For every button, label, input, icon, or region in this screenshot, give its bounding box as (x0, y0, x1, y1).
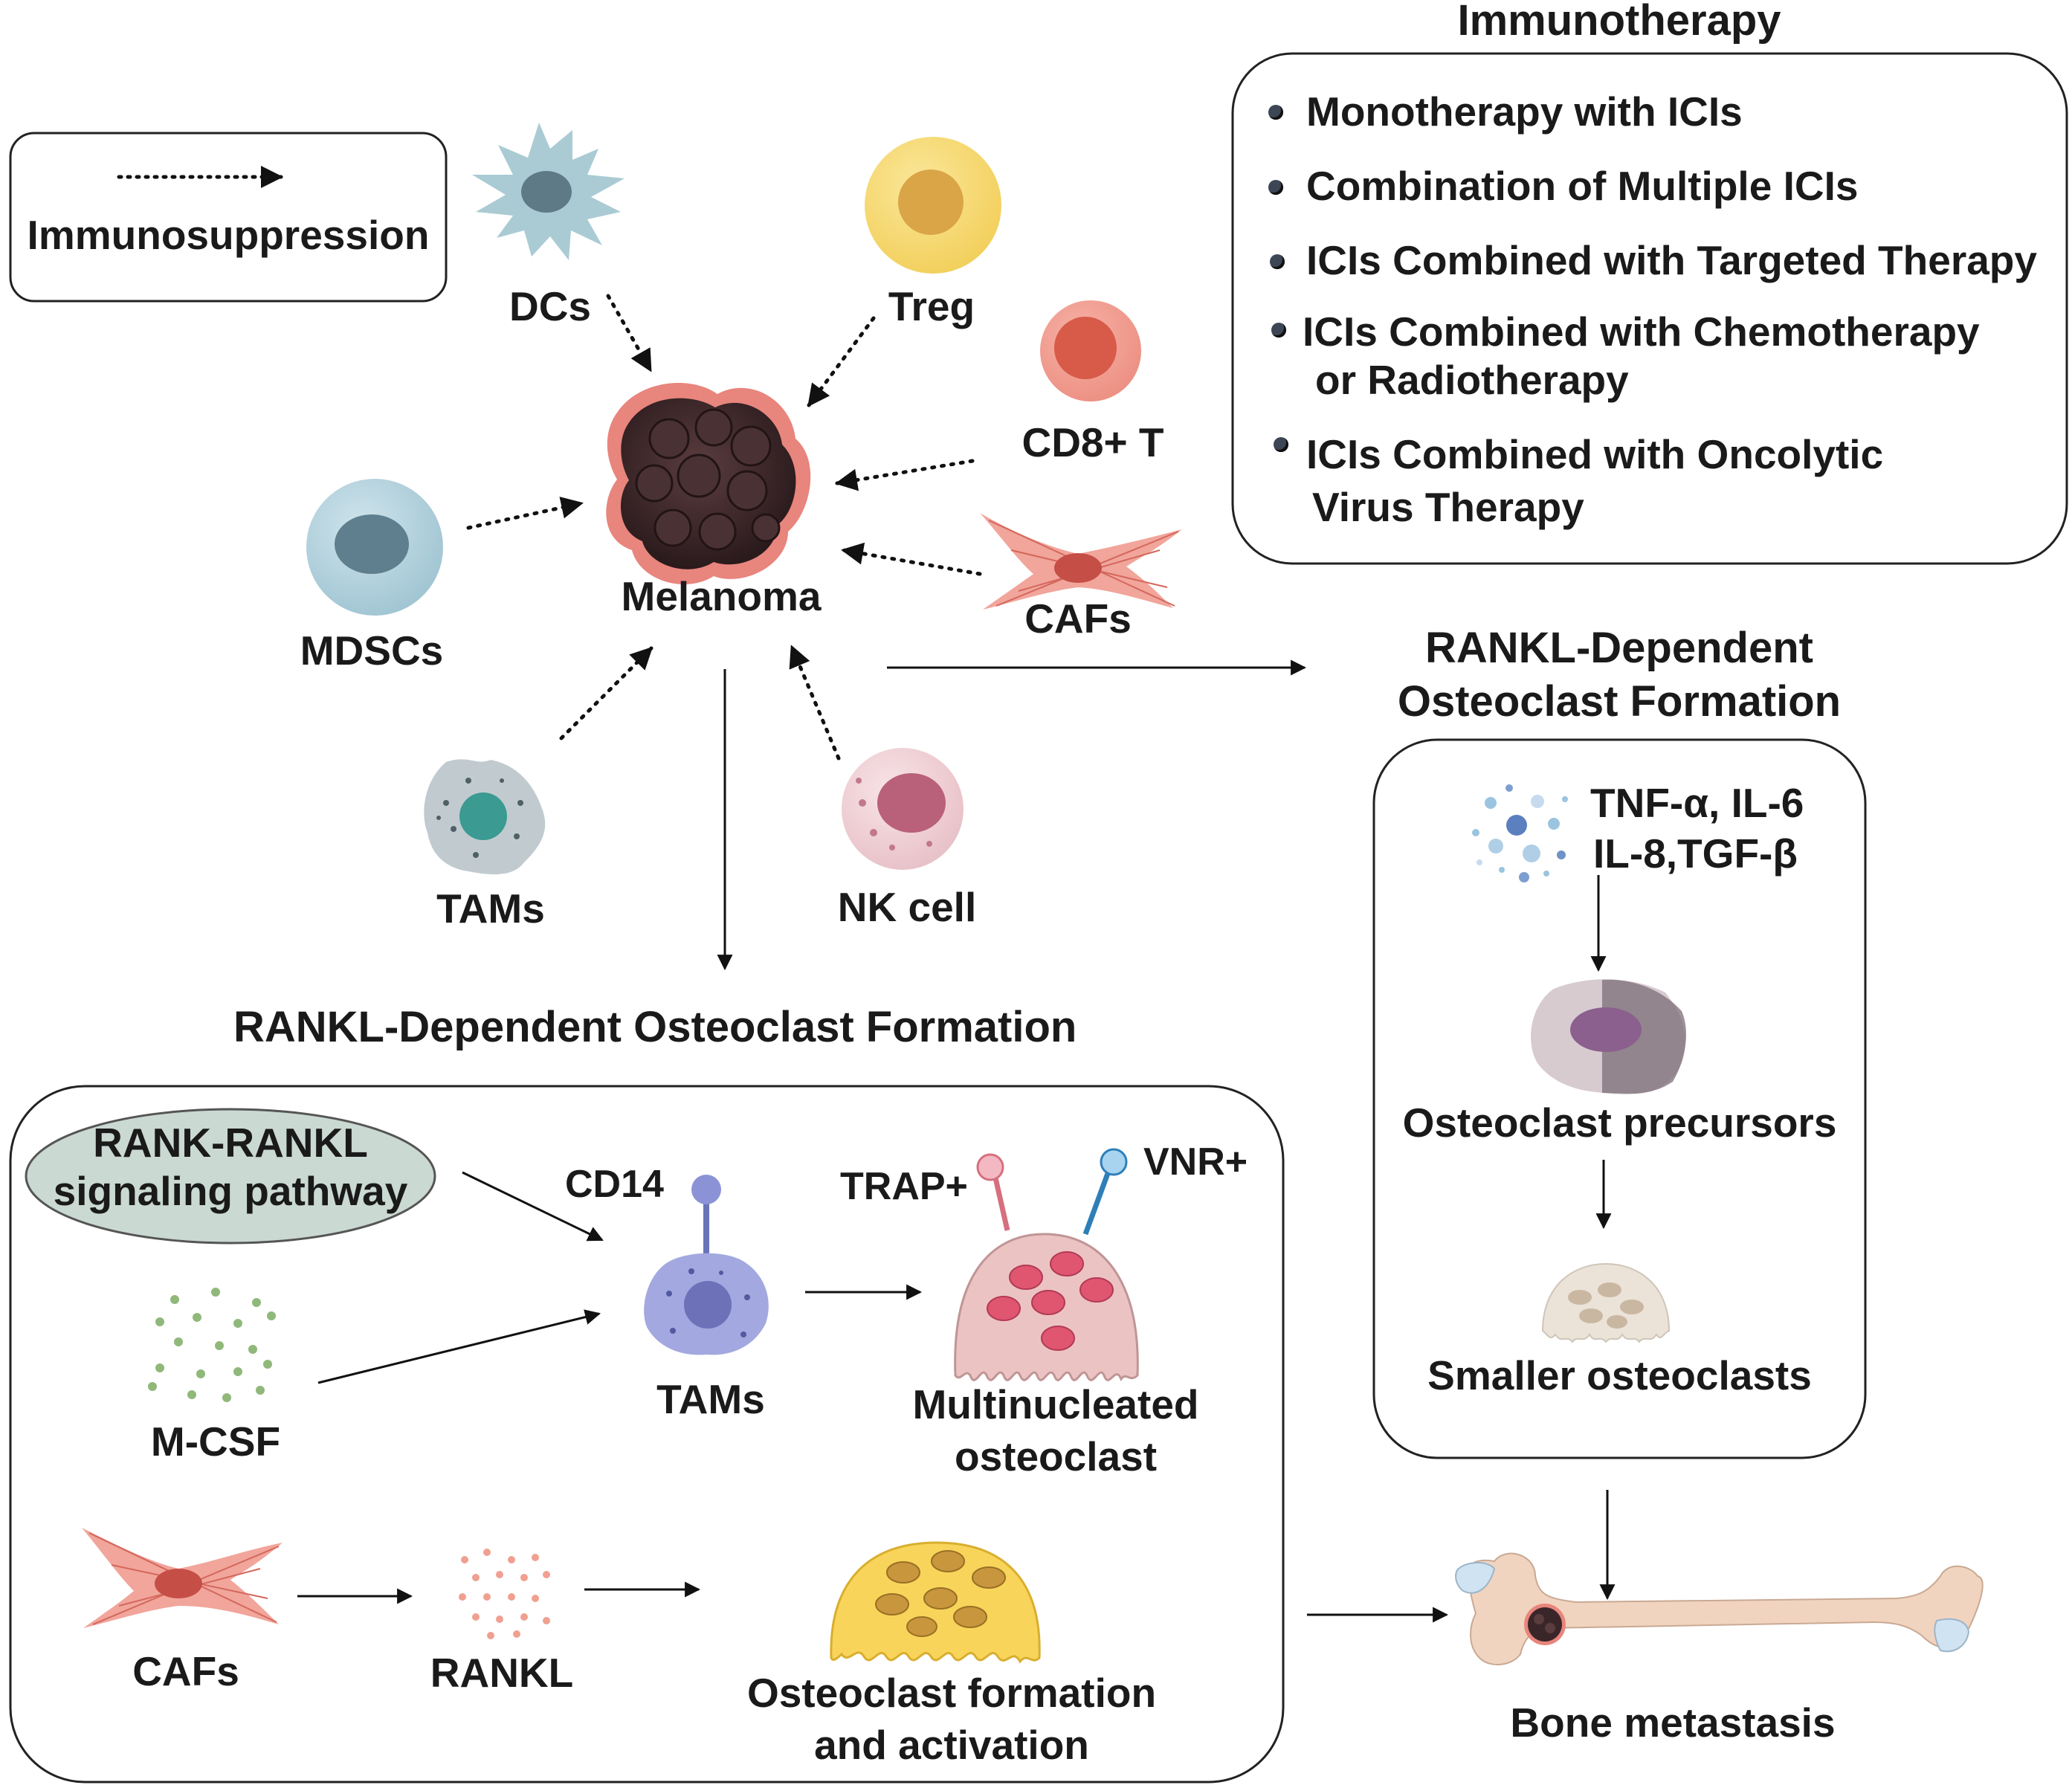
immunotherapy-item-5b: Virus Therapy (1312, 484, 1584, 530)
mdscs-label: MDSCs (300, 627, 444, 674)
tams-bottom-label: TAMs (656, 1376, 765, 1422)
vnr-label: VNR+ (1143, 1140, 1248, 1184)
bottom-panel-title: RANKL-Dependent Osteoclast Formation (233, 1003, 1077, 1051)
arrow-cafs-to-melanoma (841, 542, 982, 576)
immunotherapy-item-2: Combination of Multiple ICIs (1306, 163, 1859, 209)
right-panel-title-line1: RANKL-Dependent (1425, 624, 1813, 672)
smaller-osteoclasts-label: Smaller osteoclasts (1427, 1352, 1812, 1398)
formation-line1: Osteoclast formation (746, 1670, 1157, 1716)
arrow-nk-to-melanoma (789, 645, 841, 761)
formation-line2: and activation (814, 1722, 1089, 1768)
arrow-tams-to-melanoma (559, 646, 653, 740)
arrow-cd8-to-melanoma (835, 459, 975, 491)
cafs-bottom-label: CAFs (132, 1648, 239, 1694)
immunotherapy-item-4b: or Radiotherapy (1315, 357, 1629, 403)
bone-metastasis-label: Bone metastasis (1510, 1700, 1836, 1746)
cd14-label: CD14 (565, 1163, 664, 1206)
trap-label: TRAP+ (840, 1165, 968, 1208)
tams-label: TAMs (436, 885, 545, 932)
treg-cell-icon (865, 137, 1001, 274)
pathway-line1: RANK-RANKL (93, 1120, 368, 1166)
multinucleated-line2: osteoclast (954, 1433, 1158, 1479)
immunotherapy-item-5a: ICIs Combined with Oncolytic (1306, 431, 1884, 477)
immunotherapy-item-1: Monotherapy with ICIs (1306, 88, 1743, 135)
arrow-dcs-to-melanoma (606, 294, 653, 372)
bullet-3 (1270, 254, 1285, 269)
melanoma-label: Melanoma (621, 573, 822, 619)
rankl-dots-icon (459, 1549, 550, 1639)
dcs-label: DCs (509, 283, 592, 329)
dc-cell-icon (472, 123, 624, 260)
immunotherapy-title: Immunotherapy (1457, 0, 1781, 45)
treg-label: Treg (888, 283, 975, 329)
cafs-label: CAFs (1024, 595, 1132, 642)
pathway-ellipse (25, 1108, 436, 1245)
mdsc-cell-icon (306, 479, 443, 616)
mcsf-dots-icon (148, 1288, 276, 1402)
pathway-line2: signaling pathway (53, 1168, 408, 1214)
caf-cell-icon (980, 513, 1182, 610)
arrow-pathway-to-tams (462, 1171, 604, 1242)
arrow-treg-to-melanoma (807, 316, 876, 407)
tam-cd14-cell-icon (644, 1175, 769, 1355)
cytokines-line2: IL-8,TGF-β (1593, 830, 1798, 877)
legend-label: Immunosuppression (27, 212, 430, 258)
smaller-osteoclast-icon (1541, 1262, 1671, 1343)
mcsf-label: M-CSF (150, 1418, 281, 1465)
yellow-osteoclast-icon (830, 1541, 1041, 1664)
precursor-cell-icon (1531, 979, 1687, 1094)
nk-cell-icon (842, 748, 964, 870)
nk-label: NK cell (837, 884, 977, 930)
bullet-2 (1268, 180, 1283, 195)
bone-icon (1455, 1552, 1984, 1666)
caf-bottom-cell-icon (82, 1528, 283, 1628)
precursors-label: Osteoclast precursors (1402, 1100, 1837, 1146)
multinucleated-osteoclast-icon (954, 1148, 1139, 1382)
immunotherapy-item-3: ICIs Combined with Targeted Therapy (1306, 237, 2037, 283)
bullet-4 (1271, 323, 1286, 338)
tam-cell-icon (424, 759, 546, 875)
cytokine-cluster-icon (1472, 784, 1568, 882)
immunotherapy-box (1231, 52, 2068, 565)
rankl-label: RANKL (430, 1650, 574, 1696)
immunotherapy-item-4a: ICIs Combined with Chemotherapy (1303, 309, 1980, 355)
cd8-label: CD8+ T (1022, 419, 1164, 465)
right-panel-box (1372, 738, 1867, 1459)
right-panel-title-line2: Osteoclast Formation (1397, 677, 1842, 726)
arrow-mdscs-to-melanoma (466, 497, 584, 530)
arrow-mcsf-to-tams (317, 1309, 601, 1384)
bullet-1 (1268, 105, 1283, 120)
melanoma-tumor-icon (606, 383, 811, 585)
cytokines-line1: TNF-α, IL-6 (1590, 780, 1804, 826)
multinucleated-line1: Multinucleated (912, 1381, 1199, 1427)
bullet-5 (1274, 437, 1288, 452)
cd8-cell-icon (1040, 300, 1141, 401)
